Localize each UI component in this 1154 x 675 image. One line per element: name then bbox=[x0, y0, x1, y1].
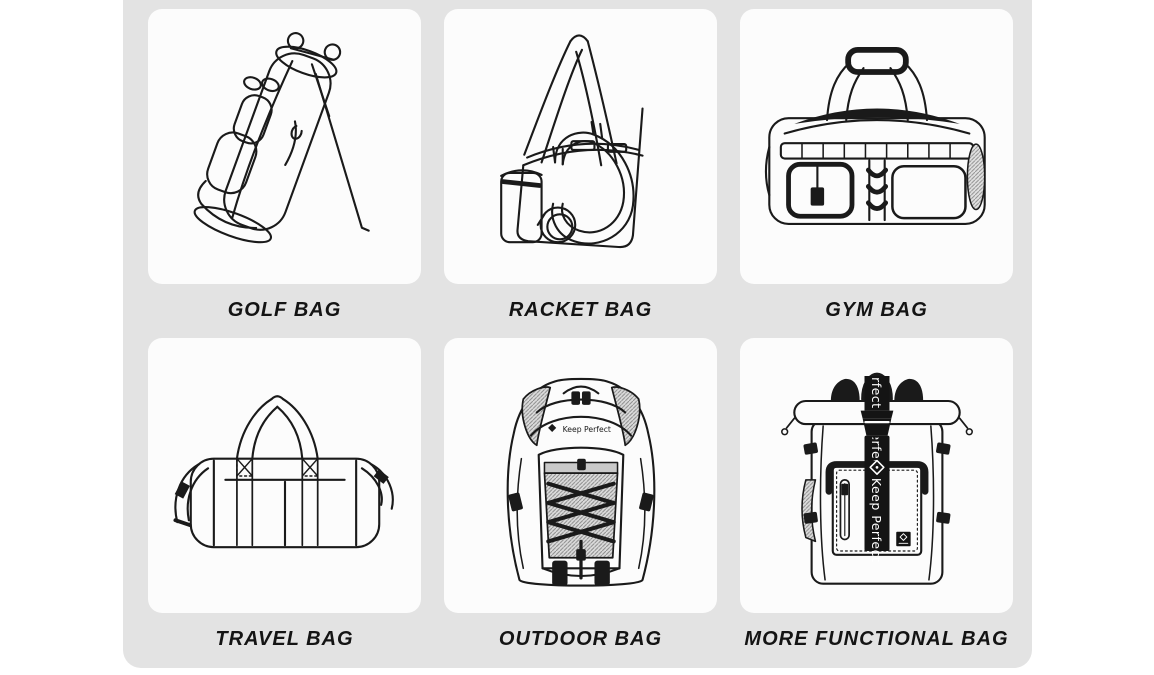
category-label-golf-bag: GOLF BAG bbox=[227, 299, 342, 321]
category-label-racket-bag: RACKET BAG bbox=[508, 299, 653, 321]
strap-text-fragment-top: Keep Perfect bbox=[869, 348, 884, 408]
category-card-more-functional-bag[interactable]: Keep Perfect Keep Perfect Keep Perfect bbox=[740, 338, 1013, 613]
more-functional-bag-illustration: Keep Perfect Keep Perfect Keep Perfect bbox=[780, 348, 973, 585]
gym-bag-illustration bbox=[764, 46, 986, 225]
category-label-outdoor-bag: OUTDOOR BAG bbox=[498, 628, 663, 650]
category-card-gym-bag[interactable] bbox=[740, 9, 1013, 284]
category-cell-travel-bag: TRAVEL BAG bbox=[148, 338, 421, 666]
category-cell-more-functional-bag: Keep Perfect Keep Perfect Keep Perfect M… bbox=[740, 338, 1013, 666]
category-cell-golf-bag: GOLF BAG bbox=[148, 9, 421, 337]
category-card-outdoor-bag[interactable]: Keep Perfect bbox=[444, 338, 717, 613]
category-label-gym-bag: GYM BAG bbox=[825, 299, 928, 321]
outdoor-bag-illustration: Keep Perfect bbox=[506, 377, 655, 587]
category-cell-gym-bag: GYM BAG bbox=[740, 9, 1013, 337]
category-cell-racket-bag: RACKET BAG bbox=[444, 9, 717, 337]
racket-bag-illustration bbox=[499, 33, 644, 248]
travel-bag-illustration bbox=[172, 394, 394, 548]
category-label-more-functional-bag: MORE FUNCTIONAL BAG bbox=[744, 628, 1009, 650]
category-cell-outdoor-bag: Keep Perfect OUTDOOR BAG bbox=[444, 338, 717, 666]
golf-bag-illustration bbox=[193, 31, 370, 243]
category-card-racket-bag[interactable] bbox=[444, 9, 717, 284]
category-label-travel-bag: TRAVEL BAG bbox=[215, 628, 354, 650]
category-card-golf-bag[interactable] bbox=[148, 9, 421, 284]
category-card-travel-bag[interactable] bbox=[148, 338, 421, 613]
strap-text-fragment-mid: Keep Perfect bbox=[869, 387, 884, 471]
strap-text-main: Keep Perfect bbox=[869, 477, 884, 561]
brand-text-outdoor-bag: Keep Perfect bbox=[562, 424, 610, 433]
category-grid-panel: GOLF BAG bbox=[123, 0, 1032, 668]
